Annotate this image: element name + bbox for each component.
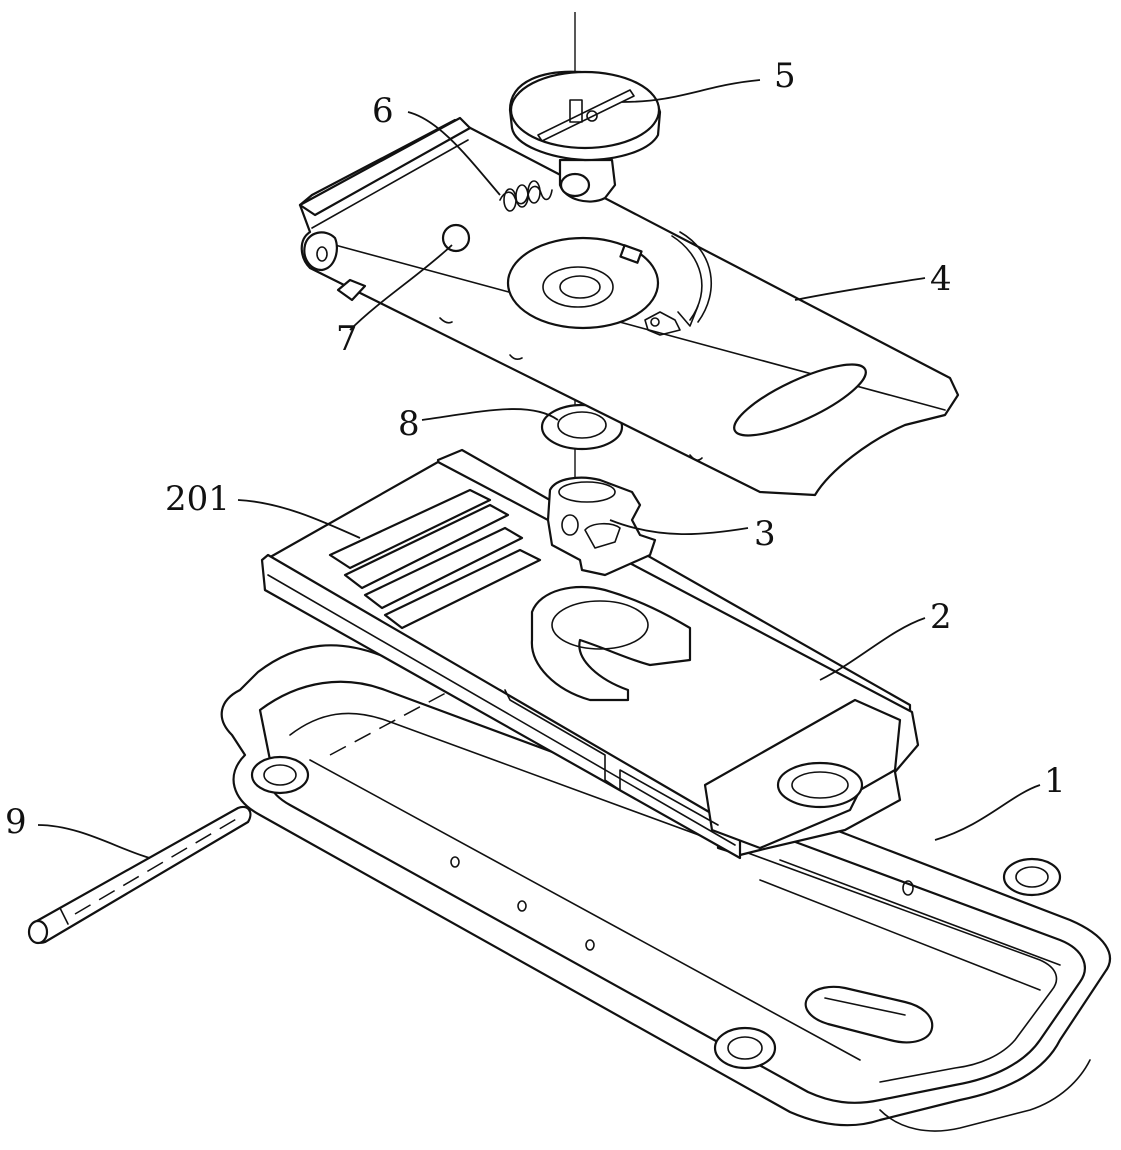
callout-8: 8 xyxy=(398,404,420,444)
callout-2: 2 xyxy=(930,597,952,637)
callout-3: 3 xyxy=(754,514,776,554)
callout-7: 7 xyxy=(336,319,358,359)
callout-4: 4 xyxy=(930,259,952,299)
callout-9: 9 xyxy=(5,802,27,842)
callout-6: 6 xyxy=(372,91,394,131)
callout-1: 1 xyxy=(1044,761,1066,801)
callout-5: 5 xyxy=(774,56,796,96)
callout-201: 201 xyxy=(165,479,230,519)
